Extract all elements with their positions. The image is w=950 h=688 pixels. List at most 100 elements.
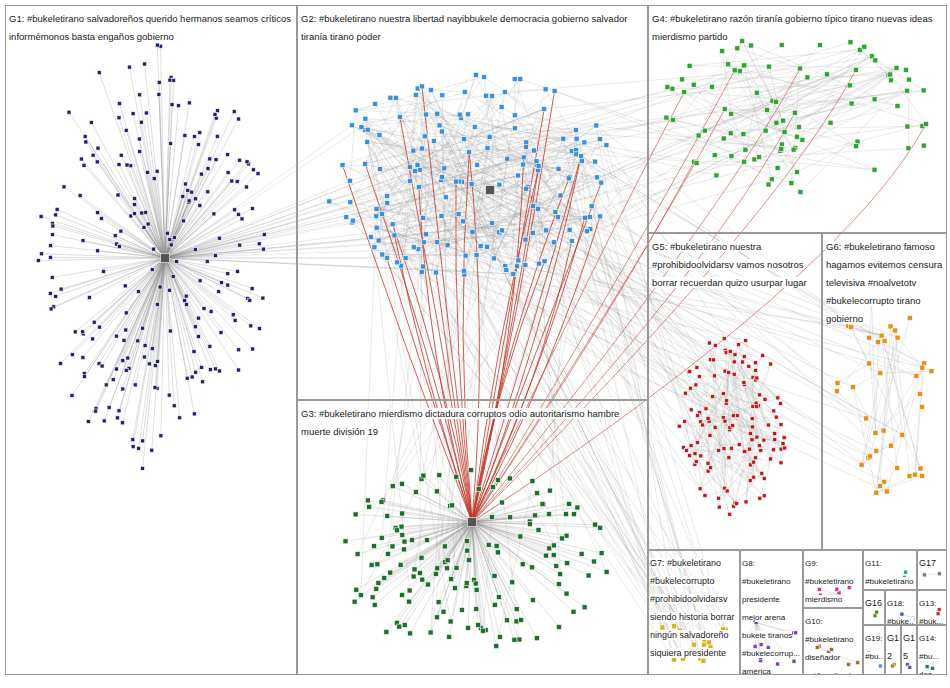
vertex-square — [773, 438, 777, 442]
vertex-square — [170, 103, 174, 107]
vertex-square — [198, 204, 202, 208]
network-edge — [876, 475, 915, 493]
network-edge — [69, 112, 165, 258]
vertex-square — [157, 92, 161, 96]
vertex-square — [760, 471, 764, 475]
vertex-square — [372, 544, 377, 549]
network-edge — [695, 345, 715, 453]
network-edge — [377, 92, 505, 209]
vertex-square — [240, 217, 244, 221]
vertex-square — [579, 158, 584, 163]
vertex-square — [536, 528, 541, 533]
vertex-square — [231, 313, 235, 317]
vertex-square — [762, 494, 766, 498]
vertex-square — [363, 116, 368, 121]
vertex-square — [376, 580, 381, 585]
network-edge — [396, 98, 537, 162]
vertex-square — [558, 572, 563, 577]
vertex-square — [774, 99, 779, 104]
vertex-square — [150, 347, 154, 351]
vertex-square — [393, 95, 398, 100]
network-edge — [472, 522, 582, 554]
network-edge — [165, 258, 216, 369]
vertex-square — [579, 551, 584, 556]
vertex-square — [722, 447, 726, 451]
vertex-square — [817, 43, 822, 48]
vertex-square — [722, 107, 727, 112]
vertex-square — [59, 287, 63, 291]
vertex-square — [671, 117, 676, 122]
network-edge — [356, 110, 694, 644]
vertex-square — [489, 221, 494, 226]
network-edge — [895, 331, 910, 477]
vertex-square — [456, 212, 461, 217]
network-edge — [431, 90, 701, 659]
edge-layer — [38, 41, 939, 668]
network-edge — [472, 522, 546, 556]
vertex-square — [448, 619, 453, 624]
vertex-square — [238, 243, 242, 247]
vertex-square — [434, 270, 439, 275]
vertex-square — [51, 224, 55, 228]
vertex-square — [384, 255, 389, 260]
network-edge — [882, 336, 923, 476]
vertex-square — [348, 200, 353, 205]
vertex-square — [158, 285, 162, 289]
vertex-square — [358, 593, 363, 598]
network-edge — [463, 221, 882, 335]
vertex-square — [219, 331, 223, 335]
vertex-square — [556, 215, 561, 220]
vertex-square — [79, 157, 83, 161]
vertex-square — [693, 452, 697, 456]
vertex-square — [729, 446, 733, 450]
vertex-square — [521, 162, 526, 167]
network-edge — [472, 522, 500, 637]
network-edge — [165, 152, 469, 258]
vertex-square — [121, 359, 125, 363]
vertex-square — [428, 630, 433, 635]
vertex-square — [257, 242, 261, 246]
vertex-square — [598, 525, 603, 530]
vertex-square — [359, 125, 364, 130]
vertex-square — [343, 539, 348, 544]
vertex-square — [124, 328, 128, 332]
vertex-square — [769, 177, 774, 182]
vertex-square — [155, 303, 159, 307]
vertex-square — [906, 146, 911, 151]
vertex-square — [547, 512, 552, 517]
vertex-square — [769, 457, 773, 461]
vertex-square — [502, 90, 507, 95]
network-edge — [165, 216, 600, 258]
vertex-square — [408, 179, 413, 184]
vertex-square — [779, 402, 783, 406]
network-edge — [694, 56, 872, 161]
vertex-square — [89, 121, 93, 125]
vertex-square — [556, 166, 561, 171]
vertex-square — [903, 67, 908, 72]
vertex-square — [100, 364, 104, 368]
vertex-square — [390, 484, 395, 489]
network-edge — [99, 258, 165, 364]
vertex-square — [214, 116, 218, 120]
network-edge — [783, 90, 924, 120]
vertex-square — [805, 75, 810, 80]
vertex-square — [587, 215, 592, 220]
network-edge — [157, 45, 165, 258]
vertex-square — [54, 213, 58, 217]
vertex-square — [208, 368, 212, 372]
vertex-square — [541, 502, 546, 507]
vertex-square — [702, 128, 707, 133]
vertex-square — [382, 576, 387, 581]
vertex-square — [374, 225, 379, 230]
network-edge — [418, 249, 445, 562]
vertex-square — [496, 595, 501, 600]
network-edge — [84, 165, 165, 258]
vertex-square — [439, 213, 444, 218]
vertex-square — [250, 207, 254, 211]
vertex-square — [232, 110, 236, 114]
network-edge — [451, 185, 499, 579]
vertex-square — [140, 211, 144, 215]
vertex-square — [474, 253, 479, 258]
vertex-square — [412, 567, 417, 572]
vertex-square — [420, 84, 425, 89]
